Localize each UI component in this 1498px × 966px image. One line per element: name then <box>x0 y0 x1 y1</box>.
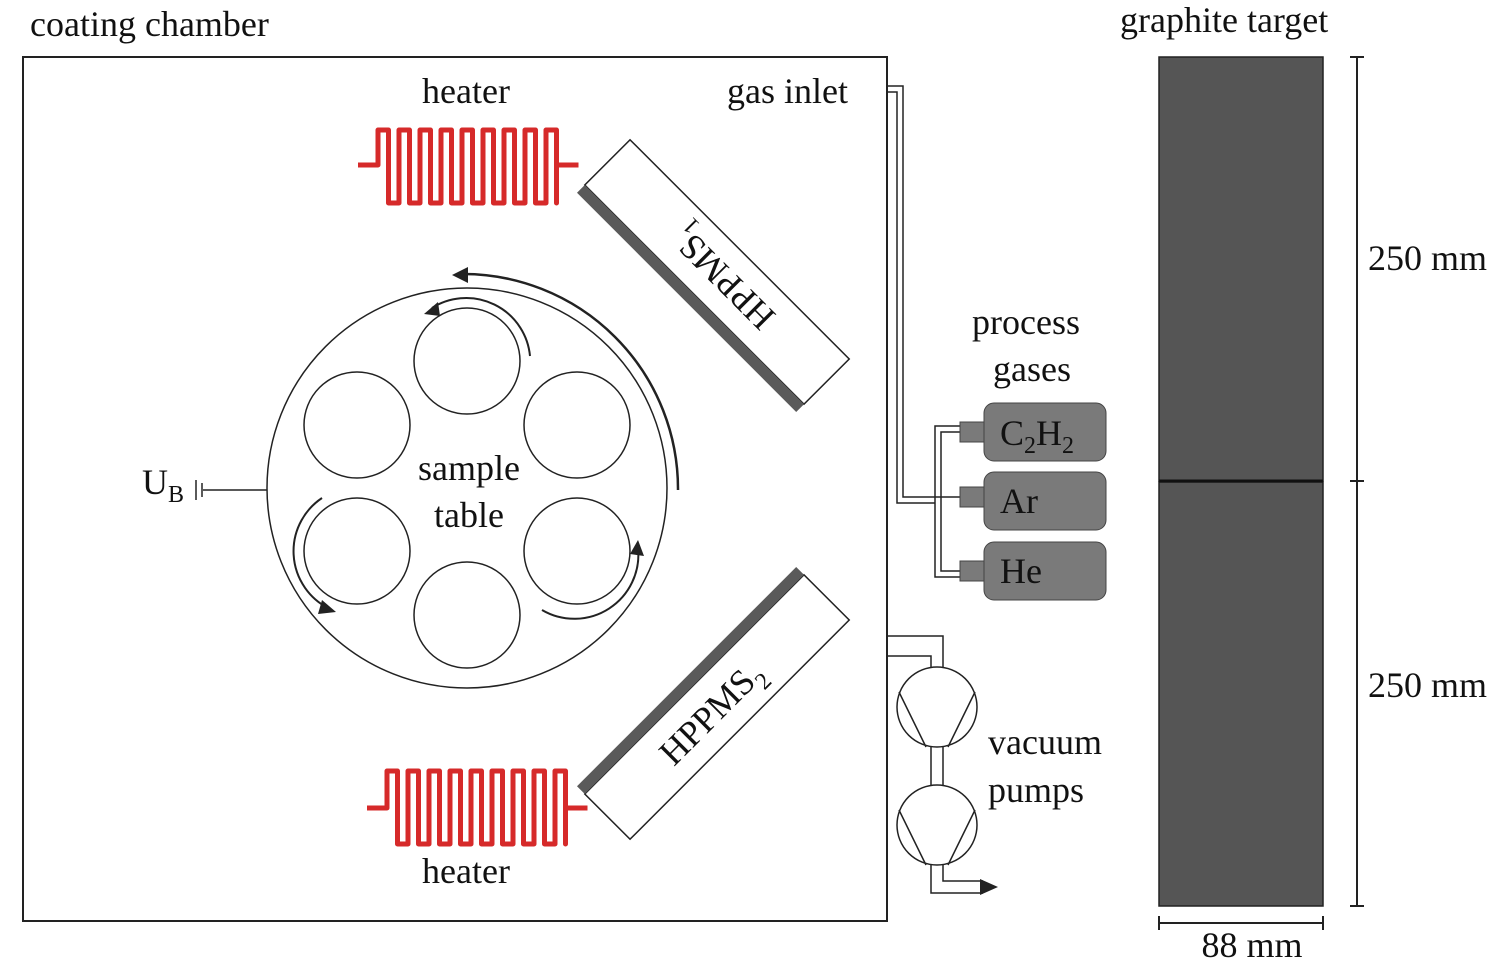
heater-bottom-label: heater <box>422 851 510 891</box>
holder-rotation-arrowhead-top <box>424 302 440 316</box>
sample-table-label-line2: table <box>434 495 504 535</box>
exhaust-arrowhead <box>980 879 998 895</box>
coating-chamber-box <box>22 56 888 922</box>
hppms1-target-plate <box>576 185 804 413</box>
gas-inlet-pipe <box>886 85 960 572</box>
dimension-width-label: 88 mm <box>1201 925 1302 965</box>
bias-voltage-label: UB <box>142 462 184 508</box>
gas-inlet-label: gas inlet <box>727 71 848 111</box>
vacuum-pumps-label-line1: vacuum <box>988 722 1102 762</box>
gas-c2h2-label: C2H2 <box>1000 413 1074 459</box>
holder-rotation-arrow-top <box>431 297 531 357</box>
process-gases-label-line2: gases <box>993 349 1071 389</box>
graphite-target-label: graphite target <box>1120 0 1328 40</box>
vacuum-pump-1-icon <box>896 666 978 748</box>
sample-holder-upper-right <box>523 371 631 479</box>
heater-bottom-icon <box>367 768 588 847</box>
holder-rotation-arrow-right <box>541 547 640 620</box>
heater-top-label: heater <box>422 71 510 111</box>
sample-table-label-line1: sample <box>418 448 520 488</box>
vacuum-pipe-between <box>930 747 944 785</box>
vacuum-pumps-label-line2: pumps <box>988 770 1084 810</box>
hppms1-magnetron: HPPMS1 <box>576 138 851 413</box>
hppms2-magnetron: HPPMS2 <box>576 566 851 841</box>
table-rotation-arrow <box>461 272 680 491</box>
gas-inlet-pipe-inner <box>886 91 960 578</box>
hppms2-target-plate <box>576 566 804 794</box>
sample-holder-lower-right <box>523 497 631 605</box>
coating-chamber-label: coating chamber <box>30 4 269 44</box>
gas-he-label: He <box>1000 551 1042 591</box>
sample-holder-bottom <box>413 561 521 669</box>
dimension-upper-label: 250 mm <box>1368 238 1487 278</box>
holder-rotation-arrowhead-right <box>630 540 644 556</box>
graphite-target-lower <box>1158 481 1324 907</box>
vacuum-pump-2-icon <box>896 784 978 866</box>
heater-top-icon <box>358 127 579 206</box>
sample-holder-top <box>413 307 521 415</box>
sample-holder-upper-left <box>303 371 411 479</box>
gas-bottle-ar: Ar <box>959 471 1107 531</box>
vacuum-pipe <box>886 635 944 667</box>
gas-ar-label: Ar <box>1000 481 1038 521</box>
process-gases-label-line1: process <box>972 302 1080 342</box>
dimension-lower-label: 250 mm <box>1368 665 1487 705</box>
exhaust-pipe <box>930 865 983 894</box>
sample-table <box>266 287 668 689</box>
holder-rotation-arrow-left <box>292 497 329 609</box>
sample-holder-lower-left <box>303 497 411 605</box>
holder-rotation-arrowhead-left <box>318 600 336 614</box>
graphite-target-upper <box>1158 56 1324 482</box>
gas-bottle-he: He <box>959 541 1107 601</box>
gas-bottle-c2h2: C2H2 <box>959 402 1107 462</box>
table-rotation-arrowhead <box>452 267 468 283</box>
